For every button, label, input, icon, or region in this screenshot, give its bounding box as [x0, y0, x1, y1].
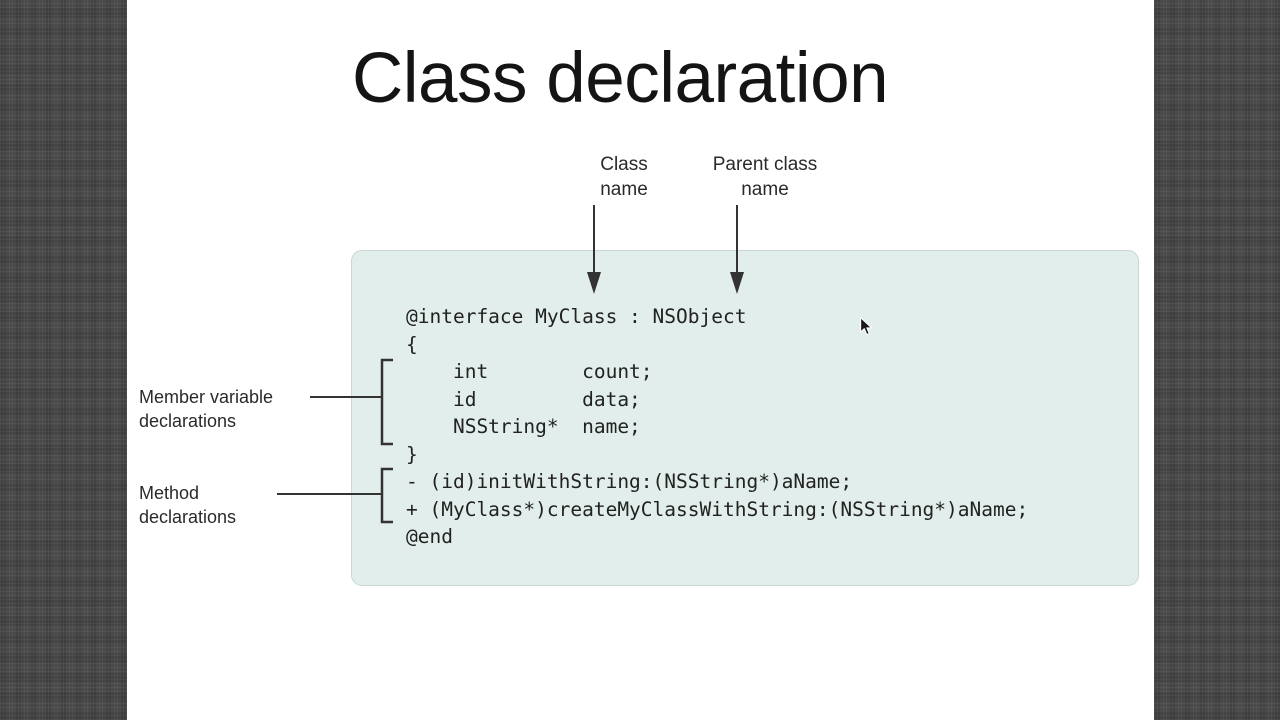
- letterbox-bar-right: [1154, 0, 1280, 720]
- letterbox-bar-left: [0, 0, 127, 720]
- callout-label-class-name: Class name: [600, 154, 648, 200]
- callout-label-parent-class-name: Parent class name: [712, 154, 818, 200]
- page-title: Class declaration: [352, 39, 889, 118]
- mouse-arrow-cursor: [860, 317, 873, 336]
- code-block-panel: [351, 250, 1139, 586]
- code-block-text: @interface MyClass : NSObject { int coun…: [406, 305, 1029, 548]
- callout-label-member-variable-declarations: Member variable declarations: [139, 387, 274, 431]
- callout-label-method-declarations: Method declarations: [139, 483, 237, 527]
- slide-canvas: Class declaration Class name Parent clas…: [127, 0, 1154, 720]
